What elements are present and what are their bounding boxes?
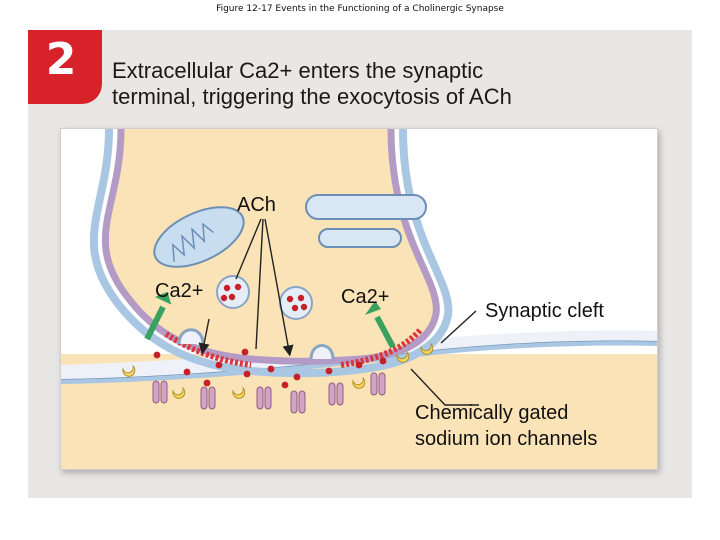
exocytosis-sites xyxy=(177,328,335,360)
synaptic-cleft-pointer xyxy=(440,310,477,344)
mitochondrion xyxy=(153,206,245,268)
release-site-right xyxy=(340,327,424,368)
ach-pointer-2 xyxy=(255,218,264,350)
channels-pointer xyxy=(410,368,479,406)
synaptic-vesicle-right xyxy=(279,286,313,320)
label-channels-line-2: sodium ion channels xyxy=(415,428,597,450)
label-calcium-right: Ca2+ xyxy=(341,286,389,308)
label-calcium-left: Ca2+ xyxy=(155,280,203,302)
step-title-line-1: Extracellular Ca2+ enters the synaptic xyxy=(112,58,484,83)
synaptic-vesicle-left xyxy=(216,275,250,309)
ach-molecules-in-cleft xyxy=(153,348,387,389)
terminal-membrane-outer xyxy=(89,129,453,378)
calcium-influx-arrow-left xyxy=(144,291,172,341)
synapse-diagram: ACh Ca2+ Ca2+ Synaptic cleft Chemically … xyxy=(60,128,658,470)
synapse-illustration: ACh Ca2+ Ca2+ Synaptic cleft Chemically … xyxy=(61,129,657,469)
terminal-membrane-inner xyxy=(101,129,440,365)
label-channels-line-1: Chemically gated xyxy=(415,402,568,424)
figure-caption: Figure 12-17 Events in the Functioning o… xyxy=(216,4,504,14)
step-badge: 2 xyxy=(28,30,102,104)
vesicle-fusion-arrow xyxy=(198,318,210,355)
label-synaptic-cleft: Synaptic cleft xyxy=(485,300,604,322)
ach-pointer-1 xyxy=(235,218,262,280)
ach-pointer-3 xyxy=(264,218,294,357)
endoplasmic-reticulum xyxy=(305,194,427,248)
calcium-influx-arrow-right xyxy=(365,301,396,349)
step-title: Extracellular Ca2+ enters the synaptic t… xyxy=(112,58,512,110)
synaptic-terminal xyxy=(105,129,437,362)
step-number: 2 xyxy=(45,34,77,85)
sodium-ion-channels xyxy=(152,372,386,414)
acetylcholinesterase-enzymes xyxy=(122,342,434,399)
label-ach: ACh xyxy=(237,194,276,216)
step-title-line-2: terminal, triggering the exocytosis of A… xyxy=(112,84,512,109)
